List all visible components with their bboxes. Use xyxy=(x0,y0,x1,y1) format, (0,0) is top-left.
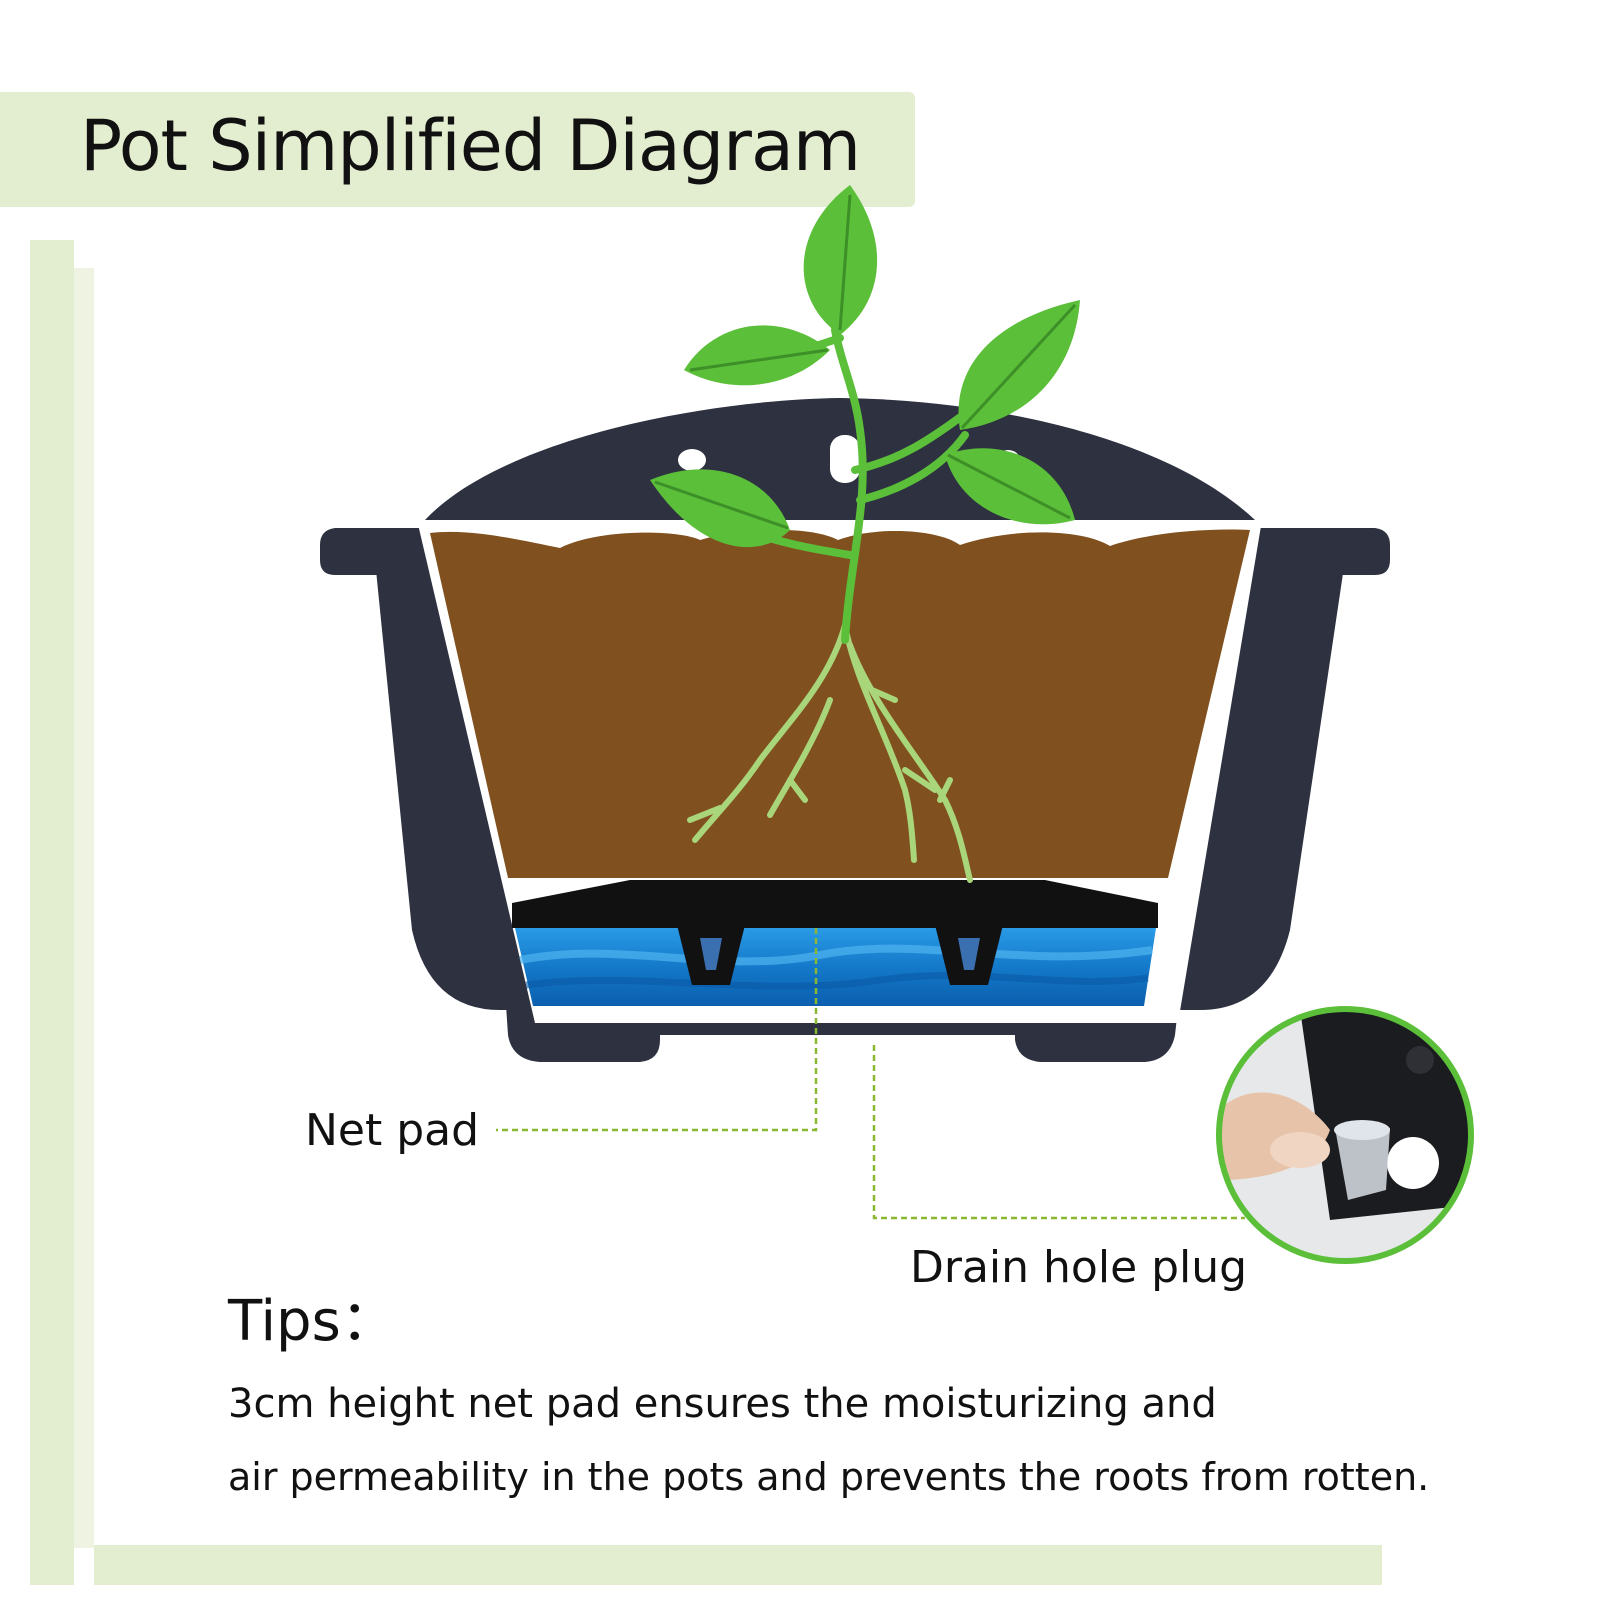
drain-plug-inset xyxy=(1216,1006,1474,1264)
frame-bottom xyxy=(94,1545,1382,1585)
frame-left-inner xyxy=(74,268,94,1548)
plant-leaves xyxy=(650,185,1080,548)
leaf-lower-left xyxy=(650,469,790,548)
drain-plug-leader-line xyxy=(872,1045,1245,1220)
frame-left xyxy=(30,240,74,1585)
leaf-left xyxy=(684,325,830,386)
net-pad xyxy=(512,880,1158,928)
title-band xyxy=(0,92,915,207)
plant-roots xyxy=(687,622,973,883)
net-pad-leader-line xyxy=(496,928,818,1132)
water-reservoir xyxy=(515,928,1156,1006)
net-pad-legs xyxy=(677,925,1003,985)
net-pad-label: Net pad xyxy=(305,1105,480,1156)
leader-lines xyxy=(496,928,1245,1220)
page-title: Pot Simplified Diagram xyxy=(80,105,861,187)
leaf-top xyxy=(803,185,878,335)
tips-heading: Tips： xyxy=(228,1289,397,1354)
tips-line-1: 3cm height net pad ensures the moisturiz… xyxy=(228,1381,1217,1427)
tips-line-2: air permeability in the pots and prevent… xyxy=(228,1455,1430,1499)
drain-hole-plug-label: Drain hole plug xyxy=(910,1242,1248,1293)
soil xyxy=(430,529,1250,878)
